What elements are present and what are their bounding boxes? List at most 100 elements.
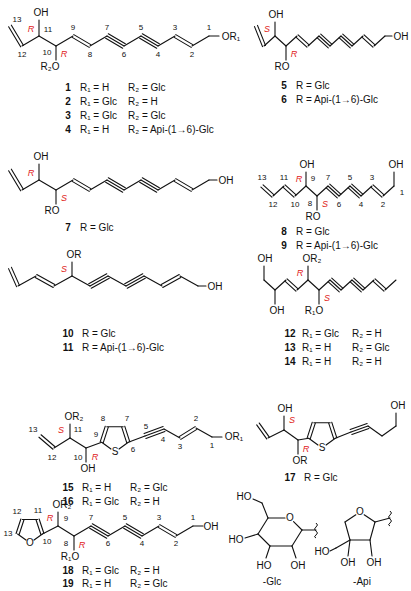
- stereo-descriptor: S: [61, 194, 67, 203]
- bond-line: [209, 35, 219, 36]
- atom-label: -Glc: [263, 577, 281, 587]
- bond-line: [263, 266, 264, 280]
- atom-label: OH: [394, 32, 409, 42]
- atom-label: RO: [306, 212, 321, 222]
- atom-number: 8: [88, 51, 92, 59]
- bond-line: [174, 181, 191, 191]
- bond-line: [284, 430, 298, 440]
- bond-line: [295, 186, 306, 196]
- substituent-definition: R₂ = Glc: [128, 83, 166, 93]
- substituent-definition: R₁ = Glc: [82, 497, 119, 507]
- atom-number: 7: [326, 174, 330, 182]
- bond-line: [373, 185, 384, 195]
- bond-line: [158, 180, 175, 190]
- bond-line: [18, 276, 36, 286]
- bond-line: [292, 546, 296, 558]
- substituent-definition: R = Glc: [296, 81, 330, 91]
- atom-number: 13: [258, 174, 267, 182]
- atom-number: 6: [337, 201, 341, 209]
- stereo-descriptor: R: [291, 50, 298, 59]
- atom-number: 1: [210, 442, 214, 450]
- substituent-definition: R₂ = Glc: [128, 111, 166, 121]
- atom-number: 12: [48, 454, 57, 462]
- substituent-definition: R = Glc: [304, 473, 338, 483]
- substituent-definition: R₂ = H: [352, 329, 382, 339]
- atom-label: HO: [315, 547, 330, 557]
- atom-number: 4: [359, 201, 363, 209]
- compound-number: 15: [62, 483, 73, 493]
- atom-number: 5: [139, 24, 143, 32]
- bond-line: [274, 22, 275, 36]
- bond-line: [56, 36, 73, 46]
- bond-line: [298, 35, 309, 45]
- bond-line: [180, 276, 198, 286]
- bond-line: [128, 436, 145, 442]
- bond-line: [329, 423, 334, 439]
- bond-line: [124, 36, 141, 46]
- bond-line: [72, 276, 90, 286]
- atom-number: 8: [308, 200, 312, 208]
- atom-label: OH: [278, 404, 293, 414]
- atom-number: 4: [161, 436, 165, 444]
- bond-line: [86, 442, 102, 448]
- substituent-definition: R₁ = Glc: [302, 329, 339, 339]
- bond-line: [368, 426, 382, 436]
- atom-number: 3: [157, 514, 161, 522]
- atom-label: OR₂: [53, 500, 72, 510]
- bond-line: [348, 540, 350, 556]
- compound-number: 10: [62, 329, 73, 339]
- bond-line: [283, 187, 294, 197]
- atom-label: OH: [204, 522, 219, 532]
- substituent-definition: R = Api-(1→6)-Glc: [82, 343, 164, 353]
- substituent-definition: R = Glc: [296, 227, 330, 237]
- bond-line: [72, 181, 89, 191]
- bond-line: [11, 267, 19, 285]
- substituent-definition: R₂ = H: [130, 566, 160, 576]
- atom-number: 5: [348, 174, 352, 182]
- substituent-definition: R₂ = Glc: [130, 579, 168, 589]
- bond-line: [106, 38, 123, 48]
- bond-line: [310, 423, 315, 439]
- atom-label: RO: [45, 206, 60, 216]
- atom-number: 10: [74, 454, 83, 462]
- atom-label: HO: [257, 561, 272, 571]
- bond-line: [140, 38, 157, 48]
- substituent-definition: R₁ = H: [82, 483, 111, 493]
- bond-line: [174, 37, 191, 47]
- bond-line: [69, 424, 70, 438]
- atom-number: 9: [64, 515, 68, 523]
- bond-line: [258, 518, 268, 534]
- substituent-definition: R = Api-(1→6)-Glc: [296, 241, 378, 251]
- bond-line: [38, 20, 39, 36]
- bond-line: [298, 438, 309, 440]
- bond-line: [383, 186, 394, 196]
- atom-number: 6: [131, 446, 135, 454]
- atom-number: 13: [13, 16, 22, 24]
- bond-line: [285, 185, 296, 195]
- bond-line: [9, 27, 21, 47]
- bond-line: [176, 526, 193, 536]
- atom-number: 1: [400, 189, 404, 197]
- atom-number: 6: [122, 51, 126, 59]
- bond-line: [363, 280, 374, 290]
- compound-number: 9: [281, 241, 287, 251]
- bond-line: [305, 172, 306, 186]
- bond-line: [163, 277, 181, 287]
- atom-number: 12: [18, 51, 27, 59]
- substituent-definition: R₁ = Glc: [80, 97, 117, 107]
- stereo-descriptor: S: [324, 294, 330, 303]
- bond-line: [308, 280, 319, 290]
- atom-label: HO: [237, 492, 252, 502]
- compound-number: 8: [281, 227, 287, 237]
- atom-number: 7: [125, 415, 129, 423]
- atom-label: RO: [275, 62, 290, 72]
- bond-line: [309, 438, 318, 445]
- atom-label: OH: [258, 254, 273, 264]
- substituent-definition: R₂ = Glc: [352, 343, 390, 353]
- bond-line: [385, 280, 396, 290]
- atom-label: OH: [341, 558, 356, 568]
- bond-line: [285, 281, 296, 291]
- bond-line: [122, 427, 127, 443]
- bond-line: [245, 534, 258, 538]
- compound-number: 2: [65, 97, 71, 107]
